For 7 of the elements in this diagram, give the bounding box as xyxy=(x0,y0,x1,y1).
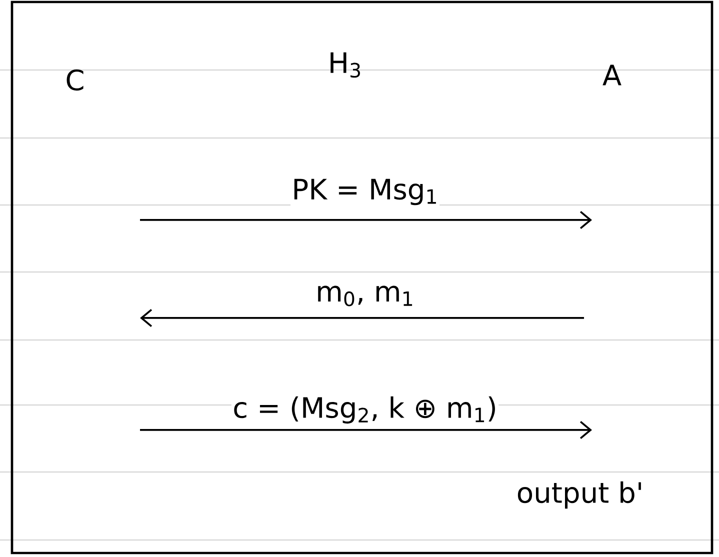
message-label: m$_{0}$, m$_{1}$ xyxy=(314,284,416,308)
party-label: A xyxy=(602,64,622,86)
message-label: PK = Msg$_{1}$ xyxy=(290,178,440,206)
message-label: c = (Msg$_{2}$, k ⊕ m$_{1}$) xyxy=(231,395,499,425)
party-label: C xyxy=(66,69,84,91)
output-note: output b' xyxy=(515,480,645,510)
party-label: H$_{3}$ xyxy=(330,52,360,78)
